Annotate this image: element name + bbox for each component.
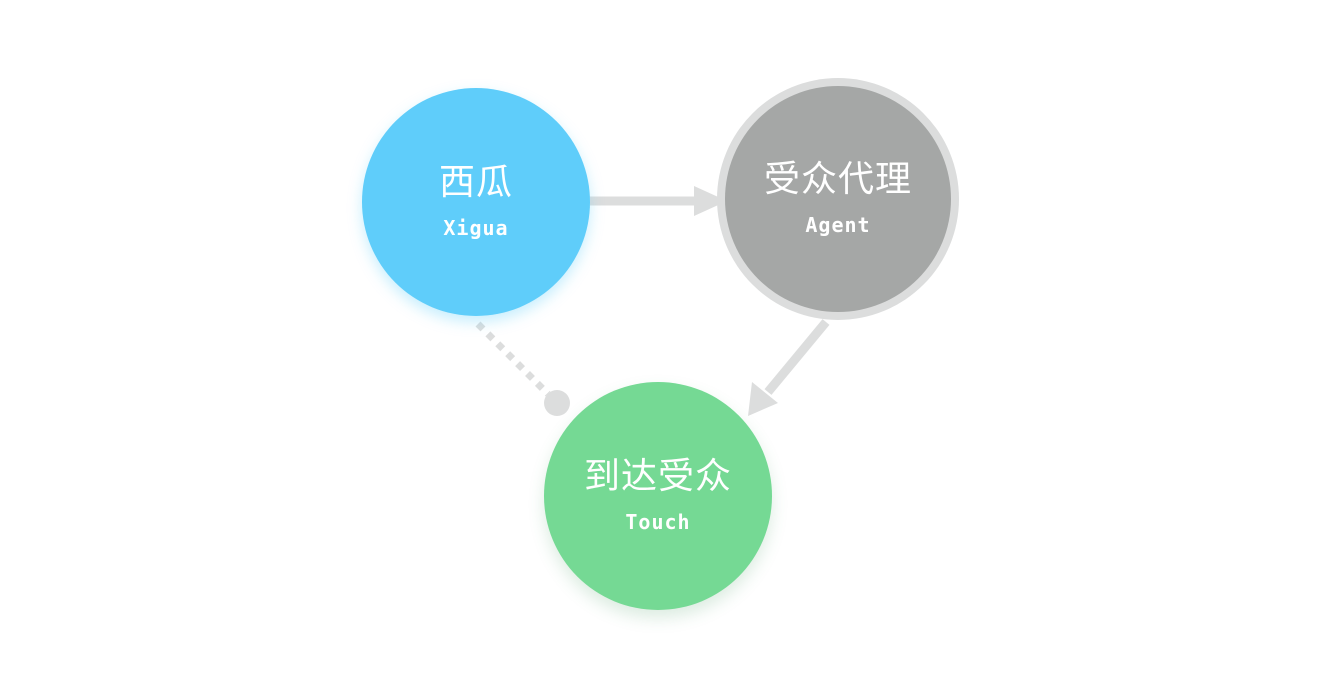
arrowhead-down-left-icon [748,382,778,416]
node-touch: 到达受众 Touch [544,382,772,610]
dotted-connector-xigua-touch [475,321,551,397]
node-label-en: Touch [625,510,691,534]
arrow-line-agent-touch [764,319,830,395]
node-label-cn: 到达受众 [583,456,732,497]
node-label-en: Agent [805,213,871,237]
arrowhead-right-icon [694,186,727,216]
node-xigua: 西瓜 Xigua [362,88,590,316]
node-agent: 受众代理 Agent [717,78,959,320]
node-label-en: Xigua [443,216,509,240]
node-label-cn: 西瓜 [438,162,513,203]
node-label-cn: 受众代理 [763,159,912,200]
connector-end-dot [544,390,570,416]
node-agent-core: 受众代理 Agent [725,86,951,312]
